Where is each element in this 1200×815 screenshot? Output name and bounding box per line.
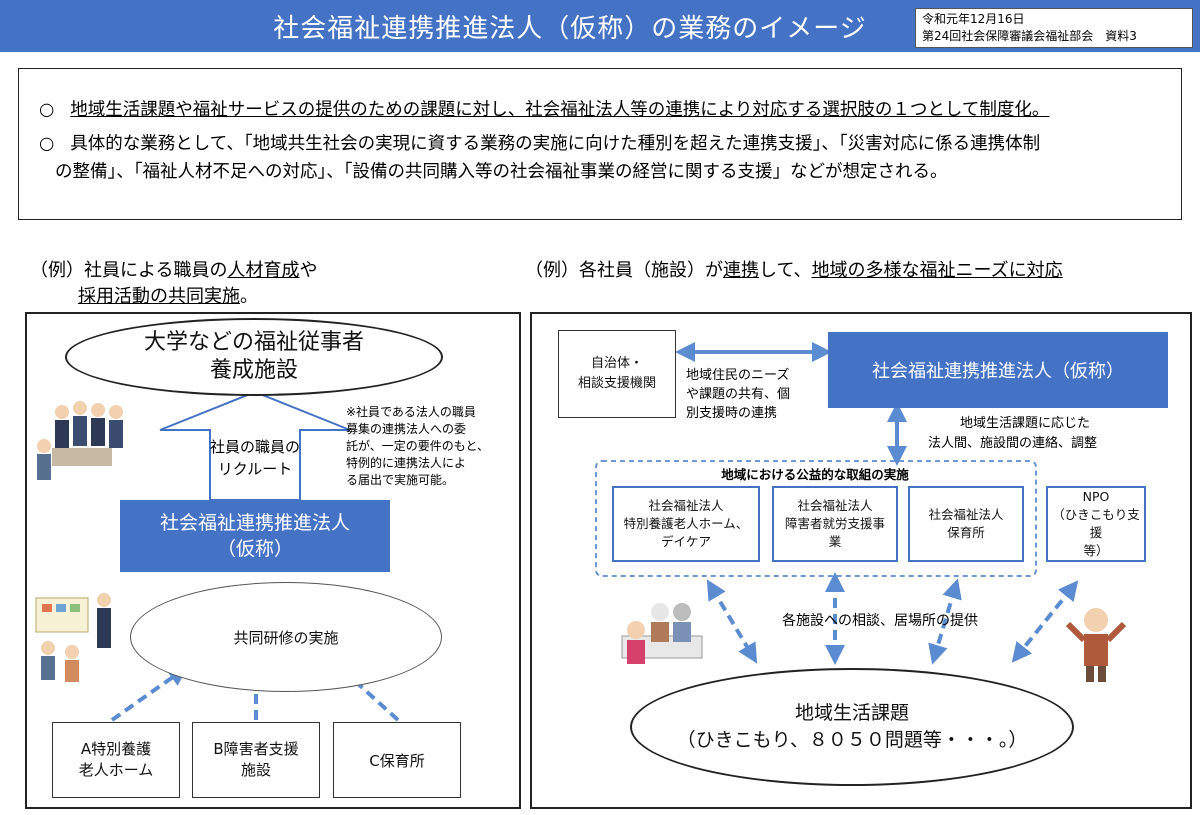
arrow-box1-issue	[706, 579, 758, 664]
summary-item-2-line-2: の整備」、「福祉人材不足への対応」、「設備の共同購入等の社会福祉事業の経営に関す…	[55, 162, 948, 182]
recruitment-note: ※社員である法人の職員 募集の連携法人への委 託が、一定の要件のもと、 特例的に…	[346, 404, 518, 489]
right-heading-emphasis: 地域の多様な福祉ニーズに対応	[811, 260, 1063, 281]
elderly-care-illustration	[621, 603, 703, 664]
welfare-corp-nursery-box: 社会福祉法人 保育所	[908, 486, 1024, 562]
coordination-label: 地域生活課題に応じた 法人間、施設間の連絡、調整	[928, 414, 1178, 454]
npo-box: NPO （ひきこもり支援 等）	[1046, 486, 1146, 562]
left-corporation-line-2: （仮称）	[216, 538, 293, 560]
public-initiatives-frame	[595, 460, 1037, 577]
summary-box: ○ 地域生活課題や福祉サービスの提供のための課題に対し、社会福祉法人等の連携により…	[18, 68, 1182, 220]
issue-line-2: （ひきこもり、８０５０問題等・・・。）	[676, 729, 1028, 751]
recruit-arrow-shape	[159, 390, 351, 501]
joint-training-ellipse: 共同研修の実施	[130, 582, 442, 692]
left-corporation-line-1: 社会福祉連携推進法人	[159, 512, 350, 534]
welfare-corp-disability-box: 社会福祉法人 障害者就労支援事 業	[772, 486, 898, 562]
summary-item-1-text: 地域生活課題や福祉サービスの提供のための課題に対し、社会福祉法人等の連携により対…	[70, 100, 1050, 120]
box3-line: 保育所	[947, 525, 985, 540]
left-corporation-box: 社会福祉連携推進法人 （仮称）	[120, 500, 390, 572]
joint-training-label: 共同研修の実施	[233, 628, 339, 647]
consultation-label: 各施設への相談、居場所の提供	[782, 613, 978, 629]
recruit-line-2: リクルート	[217, 460, 293, 478]
note-line: 特例的に連携法人によ	[346, 456, 467, 470]
bullet-mark: ○	[39, 100, 55, 120]
welfare-corp-elderly-box: 社会福祉法人 特別養護老人ホーム、 デイケア	[612, 486, 760, 562]
left-heading-text: 。	[240, 286, 258, 307]
box1-line: 社会福祉法人	[648, 498, 724, 513]
note-line: 募集の連携法人への委	[346, 422, 467, 436]
bullet-mark: ○	[39, 134, 55, 154]
npo-line: NPO	[1082, 489, 1110, 504]
document-date: 令和元年12月16日	[922, 12, 1025, 26]
right-heading: （例）各社員（施設）が連携して、地域の多様な福祉ニーズに対応	[525, 258, 1063, 284]
right-corporation-box: 社会福祉連携推進法人（仮称）	[828, 332, 1168, 408]
document-meeting: 第24回社会保障審議会福祉部会 資料3	[922, 29, 1137, 43]
left-heading-text: や	[299, 260, 318, 281]
note-line: 託が、一定の要件のもと、	[346, 439, 490, 453]
document-info-box: 令和元年12月16日 第24回社会保障審議会福祉部会 資料3	[915, 8, 1193, 48]
facility-a-line-2: 老人ホーム	[78, 761, 154, 779]
meeting-illustration	[37, 401, 123, 480]
right-heading-emphasis: 連携	[723, 260, 759, 281]
left-heading-line-2: 採用活動の共同実施。	[78, 284, 258, 310]
npo-line: 等）	[1083, 543, 1109, 558]
coordination-line-2: 法人間、施設間の連絡、調整	[928, 436, 1098, 451]
facility-b-box: B障害者支援 施設	[192, 722, 320, 798]
left-heading-emphasis: 人材育成	[227, 260, 300, 281]
coordination-line-1: 地域生活課題に応じた	[960, 416, 1091, 431]
facility-c-box: C保育所	[333, 722, 461, 798]
recruit-line-1: 社員の職員の	[210, 438, 301, 456]
box3-line: 社会福祉法人	[928, 507, 1004, 522]
facility-c-label: C保育所	[369, 751, 425, 770]
arrow-c-to-training	[337, 665, 400, 722]
institution-line-2: 養成施設	[209, 358, 298, 383]
public-initiatives-title: 地域における公益的な取組の実施	[721, 467, 909, 482]
training-illustration	[35, 593, 111, 682]
facility-b-line-1: B障害者支援	[213, 740, 299, 758]
summary-item-2: ○ 具体的な業務として、「地域共生社会の実現に資する業務の実施に向けた種別を超えた…	[39, 131, 1040, 157]
arrow-box3-issue	[928, 578, 962, 665]
box1-line: デイケア	[660, 534, 711, 549]
note-line: ※社員である法人の職員	[346, 405, 476, 419]
training-institution-ellipse: 大学などの福祉従事者 養成施設	[65, 318, 443, 396]
cheerful-person-illustration	[1065, 608, 1127, 682]
municipality-line-1: 自治体・	[590, 356, 643, 371]
npo-line: （ひきこもり支援	[1052, 507, 1140, 540]
left-heading-emphasis: 採用活動の共同実施	[78, 286, 240, 307]
issue-line-1: 地域生活課題	[794, 702, 909, 724]
page-title: 社会福祉連携推進法人（仮称）の業務のイメージ	[273, 13, 867, 44]
note-line: る届出で実施可能。	[346, 473, 455, 487]
municipality-box: 自治体・ 相談支援機関	[558, 330, 676, 418]
summary-item-1: ○ 地域生活課題や福祉サービスの提供のための課題に対し、社会福祉法人等の連携により…	[39, 97, 1049, 123]
needs-line: や課題の共有、個	[686, 387, 791, 402]
arrow-npo-issue	[1011, 580, 1079, 663]
facility-a-line-1: A特別養護	[80, 740, 152, 758]
box2-line: 社会福祉法人	[797, 498, 873, 513]
needs-line: 地域住民のニーズ	[686, 368, 790, 383]
needs-sharing-label: 地域住民のニーズ や課題の共有、個 別支援時の連携	[686, 366, 826, 423]
municipality-line-2: 相談支援機関	[577, 376, 656, 391]
summary-item-2-line-1: 具体的な業務として、「地域共生社会の実現に資する業務の実施に向けた種別を超えた連…	[70, 134, 1041, 154]
needs-line: 別支援時の連携	[686, 406, 778, 421]
community-issues-ellipse: 地域生活課題 （ひきこもり、８０５０問題等・・・。）	[630, 668, 1074, 786]
right-heading-text: （例）各社員（施設）が	[525, 260, 723, 281]
right-heading-text: して、	[759, 260, 812, 281]
left-heading-text: （例）社員による職員の	[30, 260, 228, 281]
right-corporation-label: 社会福祉連携推進法人（仮称）	[872, 361, 1124, 382]
recruit-arrow-label: 社員の職員の リクルート	[210, 436, 300, 480]
institution-line-1: 大学などの福祉従事者	[143, 330, 364, 355]
box2-line: 障害者就労支援事	[784, 516, 885, 531]
facility-a-box: A特別養護 老人ホーム	[52, 722, 180, 798]
left-heading-line-1: （例）社員による職員の人材育成や	[30, 258, 317, 284]
arrow-a-to-training	[110, 666, 189, 722]
box1-line: 特別養護老人ホーム、	[623, 516, 749, 531]
box2-line: 業	[828, 534, 842, 549]
facility-b-line-2: 施設	[240, 761, 271, 779]
